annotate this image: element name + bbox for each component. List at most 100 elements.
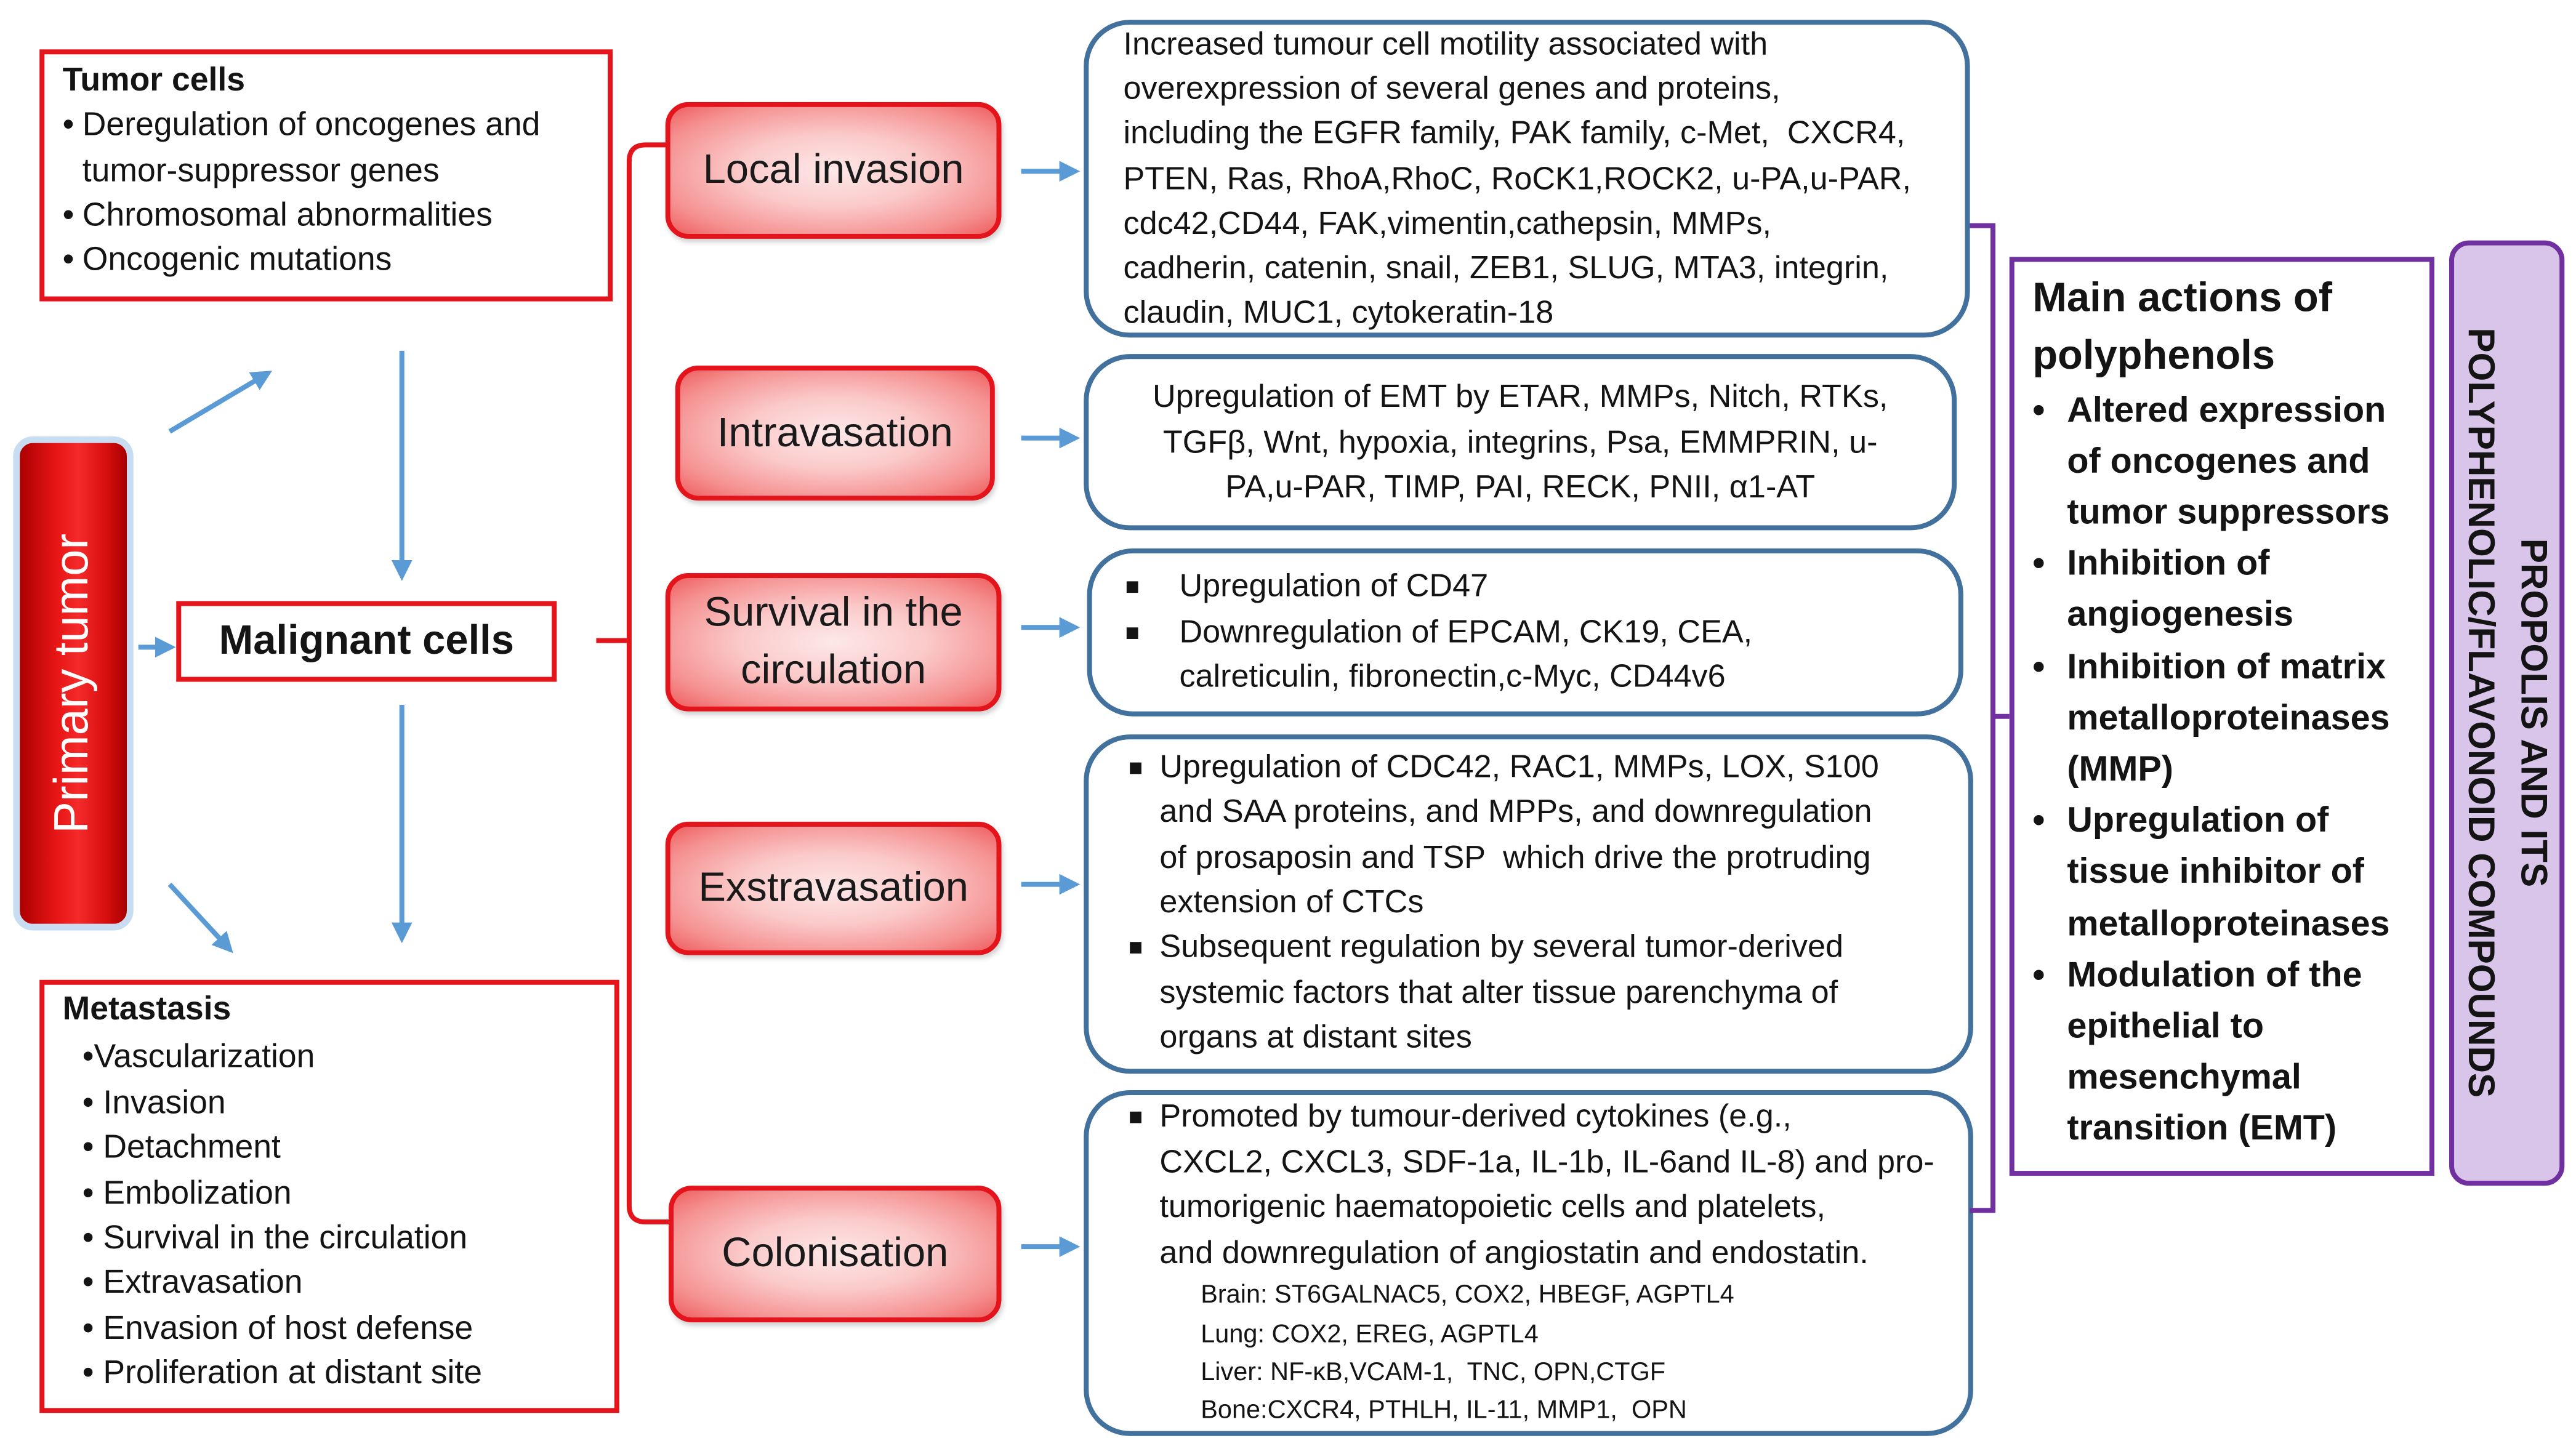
metastasis-item: • Survival in the circulation [82, 1220, 468, 1257]
metastasis-box: Metastasis •Vascularization • Invasion •… [39, 979, 619, 1413]
detail-line: and downregulation of angiostatin and en… [1159, 1234, 1869, 1271]
detail-line: Upregulation of CDC42, RAC1, MMPs, LOX, … [1159, 749, 1879, 786]
action-line: angiogenesis [2067, 595, 2293, 635]
polyphenol-actions-title: Main actions of polyphenols [2032, 269, 2429, 384]
stage-label: Intravasation [717, 409, 953, 456]
detail-bullet: Upregulation of CDC42, RAC1, MMPs, LOX, … [1130, 746, 1968, 926]
tumor-cells-item-line: Chromosomal abnormalities [82, 197, 493, 234]
detail-line: systemic factors that alter tissue paren… [1159, 974, 1838, 1011]
tumor-cells-item-line: tumor-suppressor genes [82, 152, 440, 189]
metastasis-item: • Detachment [82, 1130, 281, 1167]
stage-survival-in-circulation: Survival in the circulation [665, 572, 1002, 712]
detail-bullet: Promoted by tumour-derived cytokines (e.… [1130, 1095, 1968, 1277]
tumor-cells-item-line: Deregulation of oncogenes and [82, 107, 541, 144]
stage-extravasation: Exstravasation [665, 821, 1002, 955]
arrow-primary-to-tumor-cells [168, 371, 273, 434]
detail-bullet: Downregulation of EPCAM, CK19, CEA, calr… [1126, 610, 1958, 701]
action-line: transition (EMT) [2067, 1109, 2337, 1149]
detail-line: organs at distant sites [1159, 1019, 1472, 1056]
detail-line: Subsequent regulation by several tumor-d… [1159, 929, 1843, 966]
detail-line: claudin, MUC1, cytokeratin-18 [1123, 295, 1554, 332]
malignant-cells-label: Malignant cells [219, 617, 514, 664]
title-line: Main actions of [2032, 274, 2332, 321]
organ-line: Bone:CXCR4, PTHLH, IL-11, MMP1, OPN [1201, 1397, 1687, 1425]
action-line: metalloproteinases [2067, 903, 2390, 943]
detail-line: and SAA proteins, and MPPs, and downregu… [1159, 794, 1872, 831]
malignant-cells-box: Malignant cells [176, 601, 557, 682]
metastasis-item: • Extravasation [82, 1265, 303, 1302]
metastasis-item: •Vascularization [82, 1040, 315, 1076]
local-invasion-details: Increased tumour cell motility associate… [1084, 20, 1970, 338]
metastasis-item: • Invasion [82, 1085, 226, 1122]
stages-bracket [626, 142, 669, 1225]
action-line: Inhibition of [2067, 544, 2270, 584]
propolis-line: POLYPHENOLIC/FLAVONOID COMPOUNDS [2460, 327, 2502, 1098]
action-line: tissue inhibitor of [2067, 851, 2364, 892]
detail-line: Downregulation of EPCAM, CK19, CEA, [1179, 613, 1753, 650]
stage-label: Colonisation [722, 1230, 949, 1277]
detail-line: cdc42,CD44, FAK,vimentin,cathepsin, MMPs… [1123, 205, 1771, 242]
organ-line: Lung: COX2, EREG, AGPTL4 [1201, 1320, 1539, 1349]
colonisation-details: Promoted by tumour-derived cytokines (e.… [1084, 1090, 1973, 1436]
propolis-line: PROPOLIS AND ITS [2513, 539, 2555, 888]
organ-line: Brain: ST6GALNAC5, COX2, HBEGF, AGPTL4 [1201, 1282, 1734, 1310]
primary-tumor-box: Primary tumor [13, 436, 134, 931]
action-line: Altered expression [2067, 389, 2386, 429]
detail-line: overexpression of several genes and prot… [1123, 71, 1781, 108]
action-line: (MMP) [2067, 749, 2173, 789]
stage-label: Exstravasation [698, 864, 968, 911]
stage-label: Local invasion [702, 147, 964, 193]
tumor-cells-title: Tumor cells [62, 62, 246, 99]
action-line: mesenchymal [2067, 1057, 2301, 1098]
action-item: Modulation of the epithelial to mesenchy… [2032, 950, 2429, 1155]
metastasis-title: Metastasis [62, 991, 231, 1028]
stage-intravasation: Intravasation [675, 365, 995, 501]
action-item: Altered expression of oncogenes and tumo… [2032, 385, 2429, 539]
action-line: epithelial to [2067, 1006, 2264, 1046]
detail-line: Increased tumour cell motility associate… [1123, 26, 1768, 63]
detail-line: extension of CTCs [1159, 884, 1424, 921]
organ-line: Liver: NF-κB,VCAM-1, TNC, OPN,CTGF [1201, 1358, 1666, 1387]
detail-line: including the EGFR family, PAK family, c… [1123, 116, 1906, 153]
propolis-label: PROPOLIS AND ITS POLYPHENOLIC/FLAVONOID … [2454, 252, 2559, 1174]
action-line: of oncogenes and [2067, 441, 2370, 481]
action-item: Inhibition of angiogenesis [2032, 539, 2429, 641]
action-line: metalloproteinases [2067, 697, 2390, 737]
detail-line: tumorigenic haematopoietic cells and pla… [1159, 1189, 1825, 1226]
tumor-cells-box: Tumor cells Deregulation of oncogenes an… [39, 49, 613, 302]
arrow-primary-to-metastasis [167, 882, 233, 954]
action-line: Upregulation of [2067, 800, 2329, 840]
primary-tumor-label: Primary tumor [46, 533, 99, 833]
detail-line: calreticulin, fibronectin,c-Myc, CD44v6 [1179, 659, 1726, 695]
detail-line: CXCL2, CXCL3, SDF-1a, IL-1b, IL-6and IL-… [1159, 1144, 1934, 1181]
organ-list: Brain: ST6GALNAC5, COX2, HBEGF, AGPTL4 L… [1159, 1277, 1968, 1430]
detail-line: Promoted by tumour-derived cytokines (e.… [1159, 1098, 1792, 1135]
polyphenol-actions-list: Altered expression of oncogenes and tumo… [2032, 385, 2429, 1155]
polyphenol-actions-box: Main actions of polyphenols Altered expr… [2009, 257, 2434, 1176]
metastasis-item: • Embolization [82, 1175, 292, 1211]
metastasis-list: •Vascularization • Invasion • Detachment… [63, 1037, 614, 1398]
detail-line: PA,u-PAR, TIMP, PAI, RECK, PNII, α1-AT [1225, 469, 1816, 506]
detail-line: Upregulation of EMT by ETAR, MMPs, Nitch… [1153, 379, 1888, 416]
intravasation-details: Upregulation of EMT by ETAR, MMPs, Nitch… [1084, 354, 1957, 531]
detail-bullet: Upregulation of CD47 [1126, 565, 1958, 611]
survival-details: Upregulation of CD47 Downregulation of E… [1087, 548, 1963, 717]
action-line: Modulation of the [2067, 954, 2362, 995]
action-line: tumor suppressors [2067, 492, 2390, 532]
action-item: Upregulation of tissue inhibitor of meta… [2032, 795, 2429, 949]
detail-line: Upregulation of CD47 [1179, 568, 1489, 604]
propolis-box: PROPOLIS AND ITS POLYPHENOLIC/FLAVONOID … [2449, 240, 2565, 1186]
title-line: polyphenols [2032, 332, 2276, 378]
details-bracket [1970, 223, 1996, 1213]
metastasis-item: • Proliferation at distant site [82, 1356, 482, 1392]
detail-line: TGFβ, Wnt, hypoxia, integrins, Psa, EMMP… [1162, 424, 1878, 460]
detail-line: of prosaposin and TSP which drive the pr… [1159, 839, 1871, 876]
tumor-cells-item-line: Oncogenic mutations [82, 242, 392, 279]
stage-local-invasion: Local invasion [665, 102, 1002, 239]
detail-line: cadherin, catenin, snail, ZEB1, SLUG, MT… [1123, 250, 1889, 287]
detail-bullet: Subsequent regulation by several tumor-d… [1130, 926, 1968, 1061]
stage-label: circulation [741, 647, 927, 694]
action-item: Inhibition of matrix metalloproteinases … [2032, 641, 2429, 795]
stage-label: Survival in the [704, 589, 963, 636]
